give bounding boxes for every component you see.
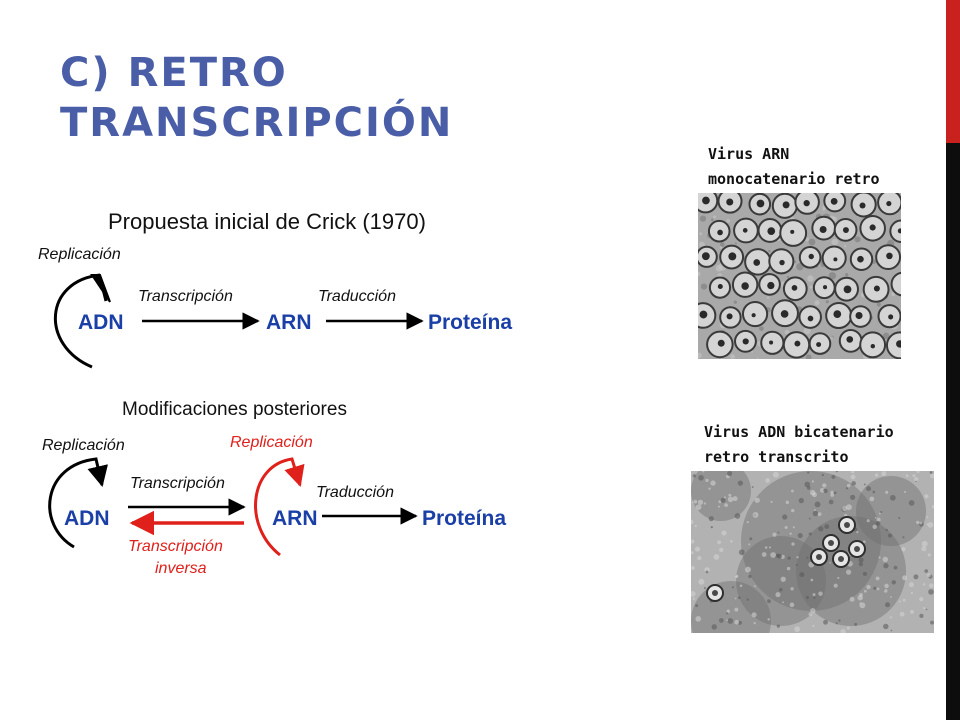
hepadnavirus-micrograph-image bbox=[691, 471, 934, 633]
reverse-transcription-label-1: Transcripción bbox=[128, 538, 223, 555]
bottom-transcription-label: Transcripción bbox=[130, 475, 225, 492]
bottom-replication-rna-loop bbox=[254, 457, 305, 557]
bottom-replication-dna-loop bbox=[48, 457, 108, 549]
bottom-dna-label: ADN bbox=[64, 507, 110, 530]
virus-dna-caption: Virus ADN bicatenario retro transcrito bbox=[704, 423, 894, 466]
bottom-translation-label: Traducción bbox=[316, 484, 394, 501]
top-replication-stem bbox=[98, 276, 108, 302]
central-dogma-diagram: Propuesta inicial de Crick (1970) Replic… bbox=[38, 209, 512, 577]
reverse-transcription-label-2: inversa bbox=[155, 560, 207, 577]
bottom-rna-label: ARN bbox=[272, 507, 318, 530]
top-protein-label: Proteína bbox=[428, 311, 512, 334]
top-rna-label: ARN bbox=[266, 311, 312, 334]
accent-bar bbox=[946, 0, 960, 143]
bottom-protein-label: Proteína bbox=[422, 507, 506, 530]
top-translation-label: Traducción bbox=[318, 288, 396, 305]
top-replication-loop bbox=[54, 273, 101, 369]
top-transcription-label: Transcripción bbox=[138, 288, 233, 305]
modifications-heading: Modificaciones posteriores bbox=[122, 399, 347, 420]
retrovirus-micrograph-image bbox=[698, 193, 901, 359]
side-bar bbox=[946, 143, 960, 720]
hepadnavirus-micrograph bbox=[691, 471, 934, 633]
bottom-replication-rna-label: Replicación bbox=[230, 434, 313, 451]
crick-heading: Propuesta inicial de Crick (1970) bbox=[108, 209, 426, 234]
top-replication-label: Replicación bbox=[38, 246, 121, 263]
top-dna-label: ADN bbox=[78, 311, 124, 334]
retrovirus-micrograph bbox=[698, 193, 901, 359]
virus-rna-caption: Virus ARN monocatenario retro transcrito bbox=[708, 145, 880, 188]
bottom-replication-dna-label: Replicación bbox=[42, 437, 125, 454]
slide-title: C) RETRO TRANSCRIPCIÓN bbox=[60, 50, 454, 146]
